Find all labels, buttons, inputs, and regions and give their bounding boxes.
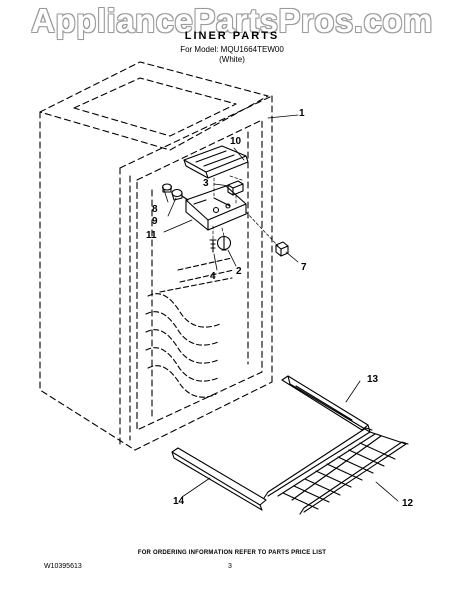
assembly-lines bbox=[212, 175, 279, 247]
callout-1: 1 bbox=[299, 108, 305, 119]
part-4-screw bbox=[209, 239, 217, 253]
part-12-wire-shelf bbox=[263, 427, 409, 515]
model-info: For Model: MQU1664TEW00 (White) bbox=[0, 45, 464, 65]
color-line: (White) bbox=[219, 55, 245, 64]
document-number: W10395613 bbox=[44, 563, 82, 570]
callout-11: 11 bbox=[146, 230, 157, 241]
liner-cabinet bbox=[39, 61, 273, 451]
callout-3: 3 bbox=[203, 178, 209, 189]
ordering-note: FOR ORDERING INFORMATION REFER TO PARTS … bbox=[137, 550, 327, 556]
model-number-line: For Model: MQU1664TEW00 bbox=[180, 45, 284, 54]
callout-10: 10 bbox=[230, 136, 242, 147]
part-14-rail bbox=[171, 447, 267, 511]
part-13-rail bbox=[281, 375, 371, 433]
part-2-knob bbox=[216, 235, 232, 251]
part-11-control-housing bbox=[185, 185, 247, 231]
page-number: 3 bbox=[228, 563, 232, 570]
part-3-block bbox=[227, 180, 244, 196]
callout-12: 12 bbox=[402, 498, 414, 509]
callout-4: 4 bbox=[210, 271, 216, 282]
callout-7: 7 bbox=[301, 262, 307, 273]
part-8-9-lamp bbox=[161, 183, 189, 201]
callout-8: 8 bbox=[152, 204, 158, 215]
site-watermark: AppliancePartsPros.com bbox=[31, 2, 433, 39]
diagram-title: LINER PARTS bbox=[184, 30, 280, 42]
part-7-clip bbox=[275, 241, 289, 257]
callout-14: 14 bbox=[173, 496, 185, 507]
evaporator-loops bbox=[145, 257, 235, 398]
callout-2: 2 bbox=[236, 266, 242, 277]
part-10-housing-cover bbox=[183, 145, 249, 179]
leader-lines bbox=[163, 114, 399, 502]
callout-13: 13 bbox=[367, 374, 379, 385]
callout-9: 9 bbox=[152, 216, 158, 227]
